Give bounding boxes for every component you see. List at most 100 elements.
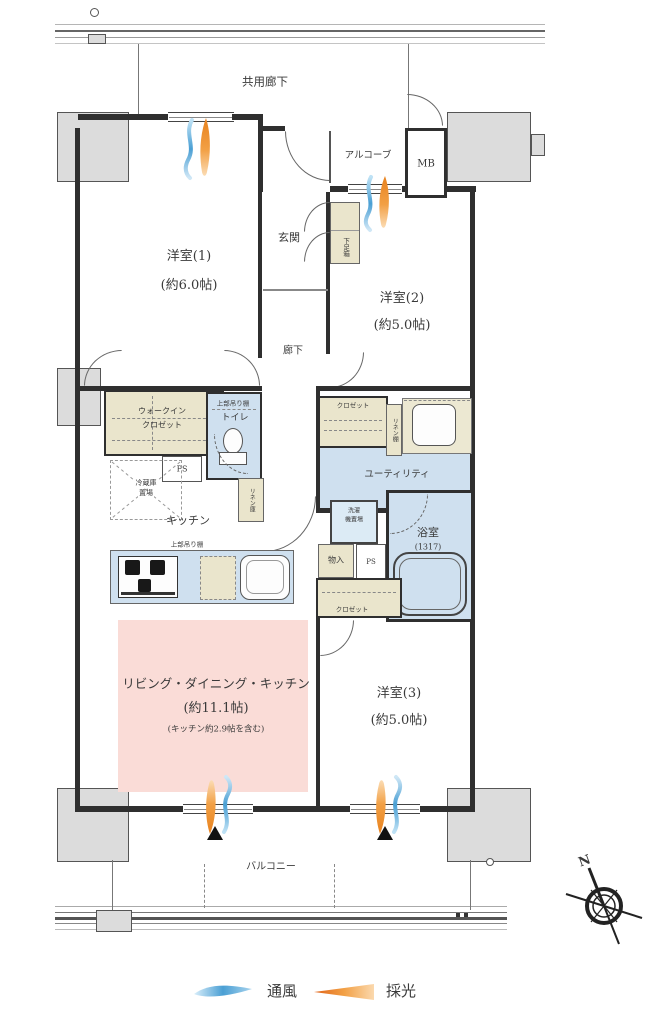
expansion-joint [88, 34, 106, 44]
column [447, 112, 531, 182]
storage-label: 物入 [328, 555, 344, 565]
toilet-upper-shelf-label: 上部吊り棚 [216, 399, 250, 408]
ldk-note: (キッチン約2.9帖を含む) [167, 724, 265, 735]
closet-2 [318, 396, 388, 448]
kitchen-label: キッチン [166, 513, 210, 527]
room1-name: 洋室(1) [166, 248, 212, 264]
utility-label: ユーティリティ [364, 468, 430, 480]
laundry-label-1: 洗濯 [347, 507, 361, 515]
wall-segment [258, 114, 263, 192]
wall-segment [316, 390, 320, 510]
ldk-name: リビング・ダイニング・キッチン [122, 676, 310, 692]
room2-door-arc [330, 352, 364, 388]
entrance-label: 玄関 [278, 230, 300, 244]
balcony-rail [55, 917, 507, 920]
daylight-triangle-icon [377, 826, 393, 840]
mirror-dash [404, 400, 470, 401]
closet-shelf-dash [112, 440, 216, 441]
balcony-divider [112, 860, 113, 910]
shoe-cabinet-label: 下足箱 [341, 237, 350, 257]
wall-segment [232, 114, 263, 120]
balcony-rail [55, 923, 507, 924]
balcony-divider [470, 860, 471, 910]
survey-mark-icon [90, 8, 99, 17]
shoe-cabinet [330, 202, 360, 264]
door-leaf [329, 131, 331, 183]
wall-segment [75, 128, 80, 812]
stove-grill [121, 592, 175, 595]
shoe-door-arc [304, 202, 330, 232]
ventilation-legend-icon [194, 985, 252, 997]
closet3-label: クロゼット [335, 605, 369, 614]
balcony-post [96, 910, 132, 932]
balcony-rail [55, 929, 507, 930]
daylight-legend-icon [314, 984, 374, 1000]
closet-shelf-dash [322, 592, 396, 593]
ps2-label: PS [366, 558, 376, 567]
closet-shelf-dash [152, 396, 153, 450]
bathtub-inner [399, 558, 461, 610]
fridge-x-mark [111, 461, 181, 519]
closet-shelf-dash [324, 420, 382, 421]
closet-3 [316, 578, 402, 618]
room3-door-arc [320, 620, 354, 656]
airflow-mark-icon [376, 775, 403, 834]
wall-segment [78, 386, 262, 391]
window [348, 184, 402, 194]
bath-name: 浴室 [417, 525, 439, 539]
closet2-label: クロゼット [336, 401, 370, 410]
kitchen-sink-inner [246, 560, 284, 594]
daylight-triangle-icon [207, 826, 223, 840]
entrance-door-arc [285, 131, 330, 181]
walk-in-closet [104, 390, 224, 456]
kitchen-upper-shelf-label: 上部吊り棚 [170, 540, 204, 549]
rail-mark [456, 913, 460, 917]
survey-mark-icon [486, 858, 494, 866]
bath-size: (1317) [414, 542, 442, 552]
room3-size: (約5.0帖) [370, 712, 428, 728]
rail-mark [464, 913, 468, 917]
common-corridor-label: 共用廊下 [242, 74, 288, 89]
pipe-space-2 [356, 544, 386, 582]
wic-door-arc [84, 350, 122, 386]
closet-shelf-dash [324, 430, 382, 431]
toilet-label: トイレ [221, 413, 249, 424]
fridge-label-2: 置場 [138, 489, 154, 498]
wall-segment [78, 806, 472, 812]
corridor-line [55, 30, 545, 32]
meter-box [405, 128, 447, 198]
linen-cabinet-label: リネン庫 [248, 488, 256, 512]
shoe-cabinet-shelf [331, 230, 359, 231]
window [183, 804, 253, 814]
balcony-rail [55, 906, 507, 907]
column [57, 112, 129, 182]
compass-rose-icon [565, 867, 643, 945]
airflow-mark-icon [206, 775, 233, 834]
airflow-mark-icon [183, 118, 210, 180]
wic-label-1: ウォークイン [138, 406, 186, 416]
room2-name: 洋室(2) [379, 290, 425, 306]
fridge-space [110, 460, 182, 520]
stove-burner [125, 560, 140, 575]
linen-shelf-label: リネン棚 [391, 418, 399, 442]
linen-shelf [386, 404, 402, 456]
shoe-door-arc [304, 232, 330, 262]
ldk-size: (約11.1帖) [183, 700, 249, 716]
wall-segment [258, 192, 262, 358]
wall-segment [330, 186, 476, 192]
balcony-dash [204, 864, 205, 908]
linen-cabinet [238, 478, 264, 522]
stove-burner [150, 560, 165, 575]
balcony-dash [334, 864, 335, 908]
corridor-line [55, 24, 545, 25]
room2-size: (約5.0帖) [373, 317, 431, 333]
column [447, 788, 531, 862]
wall-segment [326, 292, 330, 354]
wall-segment [263, 126, 285, 131]
corridor-divider [408, 44, 409, 132]
wall-segment [316, 386, 475, 391]
meter-box-label: MB [417, 158, 435, 170]
fridge-label-1: 冷蔵庫 [134, 479, 158, 488]
airflow-mark-icon [363, 175, 389, 232]
room1-door-arc [224, 350, 260, 386]
